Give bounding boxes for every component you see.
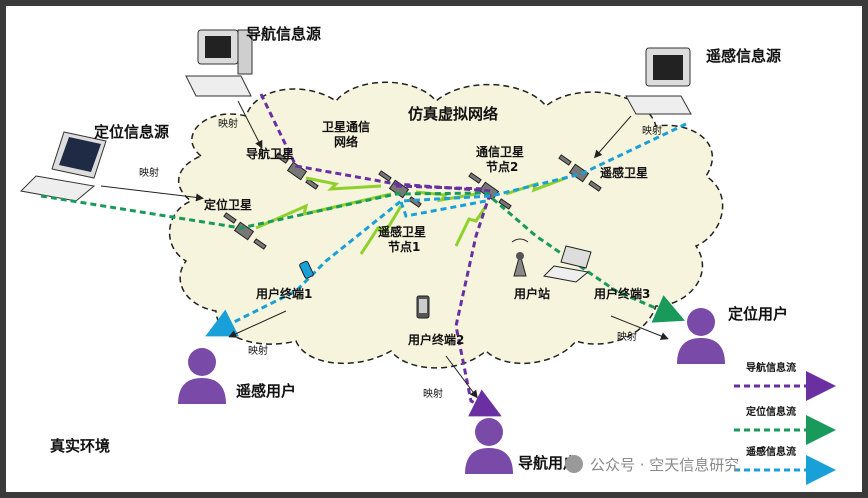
station-label: 用户站 — [513, 286, 550, 301]
user-terminal2-phone-icon — [416, 295, 430, 319]
real-environment-label: 真实环境 — [50, 437, 110, 455]
mapping-label-remote-user: 映射 — [248, 345, 268, 357]
navigation-source-label: 导航信息源 — [246, 25, 321, 43]
legend-navigation-label: 导航信息流 — [746, 361, 796, 374]
remote-node1-label-line2: 节点1 — [388, 239, 420, 254]
mapping-label-pos: 映射 — [139, 167, 159, 179]
mapping-label-pos-user: 映射 — [617, 331, 637, 343]
positioning-user-icon — [677, 308, 725, 364]
remote-sensing-source-label: 遥感信息源 — [706, 47, 781, 65]
watermark-text: 公众号 · 空天信息研究 — [590, 456, 739, 474]
positioning-satellite-label: 定位卫星 — [204, 197, 252, 212]
remote-satellite-label: 遥感卫星 — [600, 165, 648, 180]
navigation-satellite-icon — [275, 152, 319, 190]
legend-remote-label: 遥感信息流 — [746, 445, 796, 458]
remote-sensing-flow-branch — [399, 199, 487, 218]
navigation-flow-line — [259, 93, 502, 417]
diagram-canvas: 仿真虚拟网络 导航信息源 遥感信息源 定位信息源 导航卫星 定位卫星 卫星通信 … — [6, 6, 862, 492]
mapping-label-nav: 映射 — [218, 118, 238, 130]
remote-sensing-user-label: 遥感用户 — [236, 382, 296, 400]
mapping-label-remote: 映射 — [642, 125, 662, 137]
terminal3-label: 用户终端3 — [593, 286, 650, 301]
remote-sensing-user-icon — [178, 348, 226, 404]
comm-network-label-line2: 网络 — [334, 134, 358, 149]
comm-node2-label-line2: 节点2 — [486, 159, 518, 174]
navigation-flow-branch — [395, 184, 487, 191]
user-terminal1-phone-icon — [299, 260, 314, 279]
mapping-label-nav-user: 映射 — [423, 388, 443, 400]
navigation-satellite-label: 导航卫星 — [246, 146, 294, 161]
navigation-source-computer-icon — [185, 29, 253, 97]
wechat-icon — [565, 455, 583, 473]
terminal1-label: 用户终端1 — [255, 286, 312, 301]
comm-node2-label-line1: 通信卫星 — [476, 144, 524, 159]
user-station-antenna-icon — [511, 238, 529, 277]
remote-sensing-satellite-icon — [558, 154, 602, 192]
user-terminal3-laptop-icon — [542, 245, 592, 283]
comm-network-label-line1: 卫星通信 — [322, 119, 370, 134]
positioning-flow-line — [40, 191, 686, 323]
legend-positioning-label: 定位信息流 — [746, 405, 796, 418]
positioning-source-laptop-icon — [19, 131, 107, 202]
terminal2-label: 用户终端2 — [407, 332, 464, 347]
legend: 导航信息流 定位信息流 遥感信息流 — [734, 361, 836, 485]
virtual-network-title: 仿真虚拟网络 — [408, 105, 498, 123]
watermark: 公众号 · 空天信息研究 — [565, 455, 739, 474]
navigation-user-icon — [465, 418, 513, 474]
network-diagram: 仿真虚拟网络 导航信息源 遥感信息源 定位信息源 导航卫星 定位卫星 卫星通信 … — [19, 25, 836, 485]
navigation-user-label: 导航用户 — [518, 454, 578, 472]
remote-node1-label-line1: 遥感卫星 — [378, 224, 426, 239]
positioning-source-label: 定位信息源 — [94, 123, 169, 141]
positioning-user-label: 定位用户 — [728, 305, 788, 323]
mapping-arrows — [100, 100, 669, 399]
remote-sensing-source-computer-icon — [625, 47, 692, 115]
